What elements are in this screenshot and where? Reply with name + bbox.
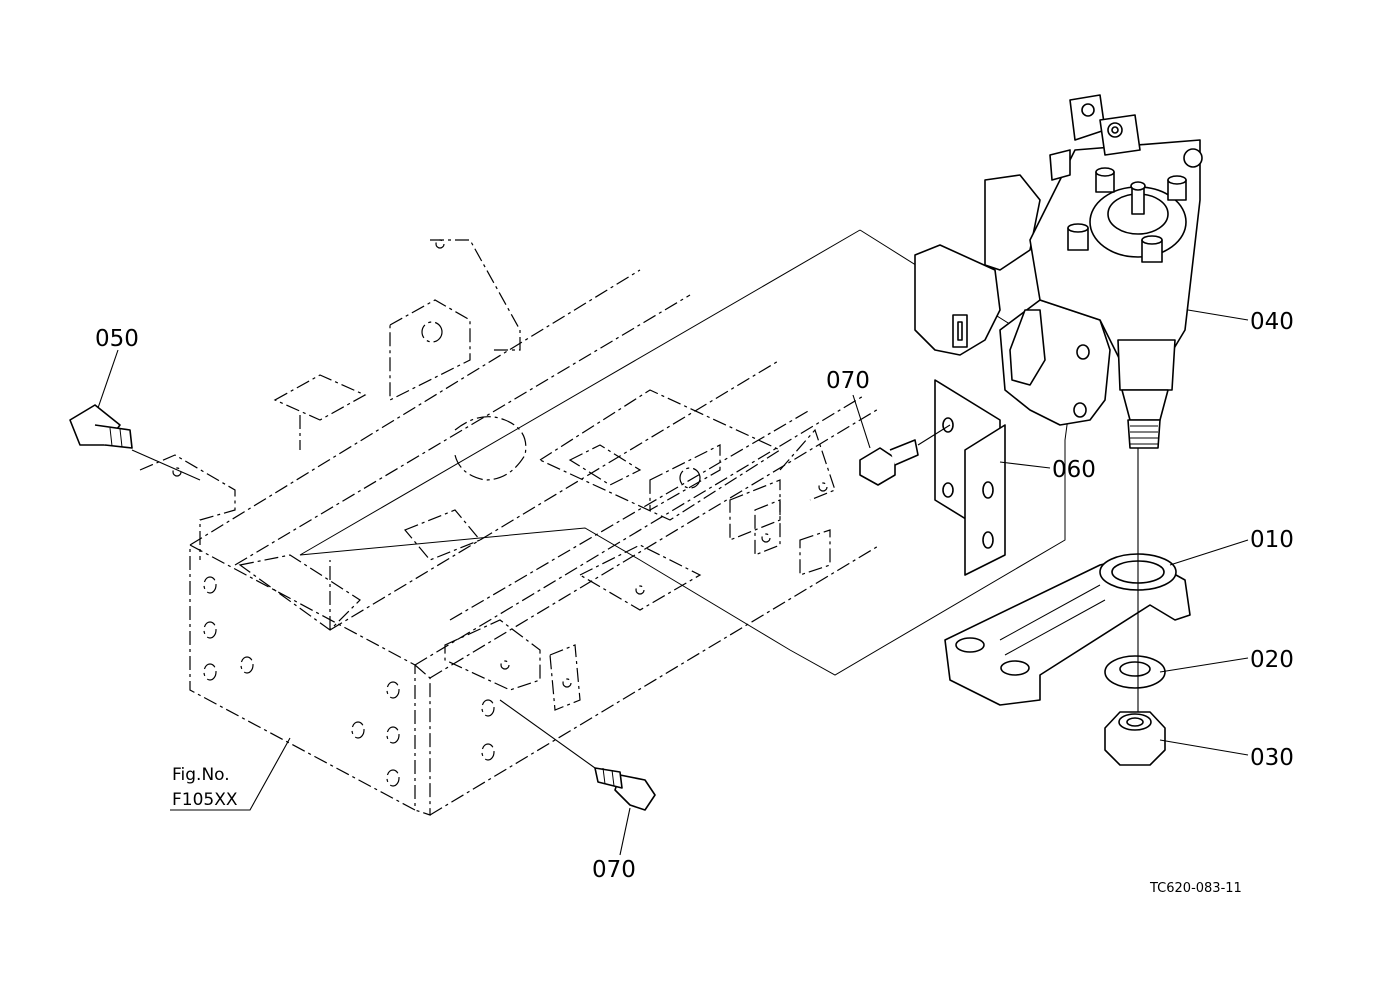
nut-030: [1104, 711, 1166, 766]
callout-070-upper: 070: [826, 368, 870, 394]
callout-010: 010: [1250, 527, 1294, 553]
callout-040: 040: [1250, 309, 1294, 335]
steering-unit: [914, 94, 1203, 449]
figure-ref-line2: F105XX: [172, 790, 238, 810]
callout-030: 030: [1250, 745, 1294, 771]
bolt-070-lower: [499, 699, 656, 811]
leader-lines: [97, 309, 1249, 856]
callout-020: 020: [1250, 647, 1294, 673]
callout-070-lower: 070: [592, 857, 636, 883]
bracket-060: [934, 379, 1006, 576]
washer-020: [1104, 655, 1166, 689]
frame-holes: [203, 576, 495, 787]
drawing-code: TC620-083-11: [1149, 881, 1242, 896]
figure-ref-line1: Fig.No.: [172, 765, 230, 785]
bolt-070-upper: [859, 424, 951, 486]
callout-050: 050: [95, 326, 139, 352]
callout-060: 060: [1052, 457, 1096, 483]
pitman-arm-010: [944, 553, 1191, 706]
frame-assembly: [139, 239, 881, 816]
bolt-050: [69, 404, 201, 481]
